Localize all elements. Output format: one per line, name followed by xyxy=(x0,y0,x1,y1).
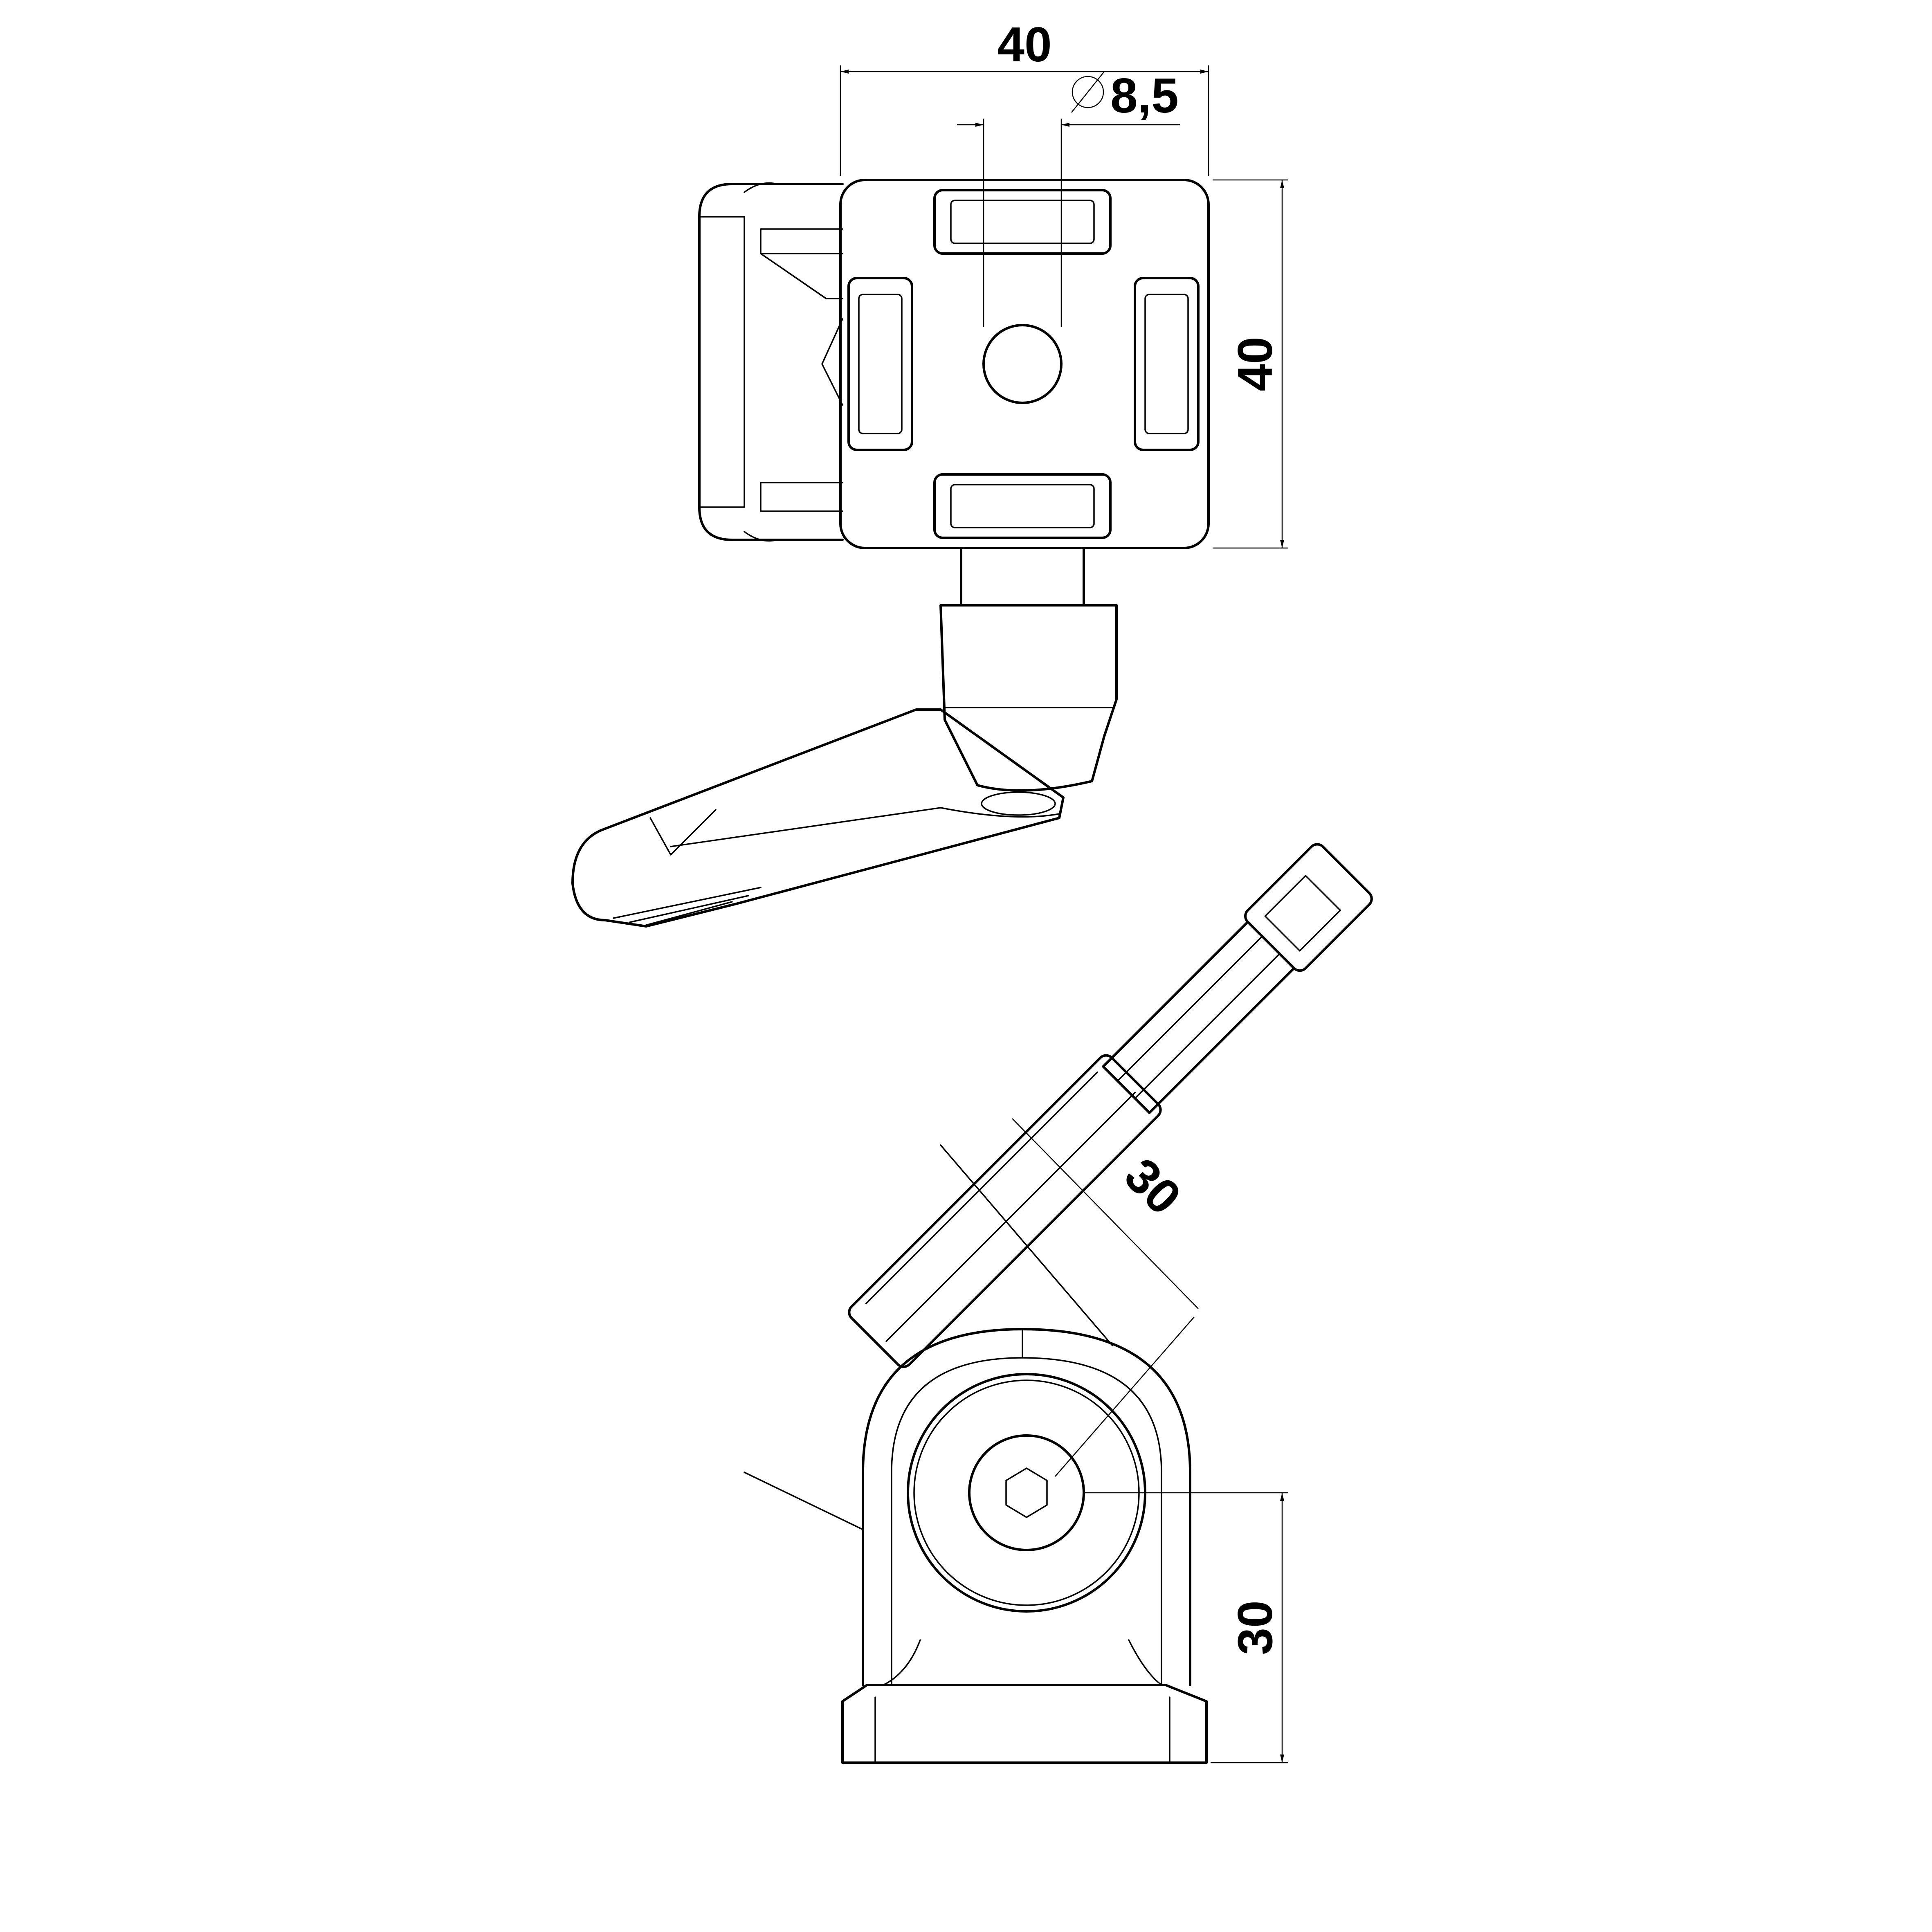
dim-side-height: 30 xyxy=(1228,1600,1283,1655)
center-hole xyxy=(982,324,1063,404)
neck xyxy=(960,547,1085,607)
lever-arm xyxy=(571,708,1065,928)
diameter-symbol xyxy=(1072,76,1104,108)
square-plate xyxy=(839,179,1210,549)
dim-side-diagonal: 30 xyxy=(1114,1148,1191,1225)
dim-hole-diameter: 8,5 xyxy=(1110,68,1179,123)
barrel xyxy=(939,604,1118,792)
top-view xyxy=(571,179,1210,928)
base-foot xyxy=(841,1684,1208,1764)
dimensions: 40 8,5 40 30 30 xyxy=(840,17,1288,1764)
dim-top-height: 40 xyxy=(1228,337,1283,391)
hinge-body xyxy=(862,1328,1191,1686)
knob-inner xyxy=(968,1434,1085,1551)
slot-right xyxy=(1134,277,1200,451)
slot-bottom xyxy=(933,473,1112,539)
tilted-plate xyxy=(848,1054,1162,1368)
slot-left xyxy=(847,277,913,451)
slot-top xyxy=(933,189,1112,255)
dim-top-width: 40 xyxy=(997,17,1051,72)
hex-socket xyxy=(1005,1467,1048,1518)
